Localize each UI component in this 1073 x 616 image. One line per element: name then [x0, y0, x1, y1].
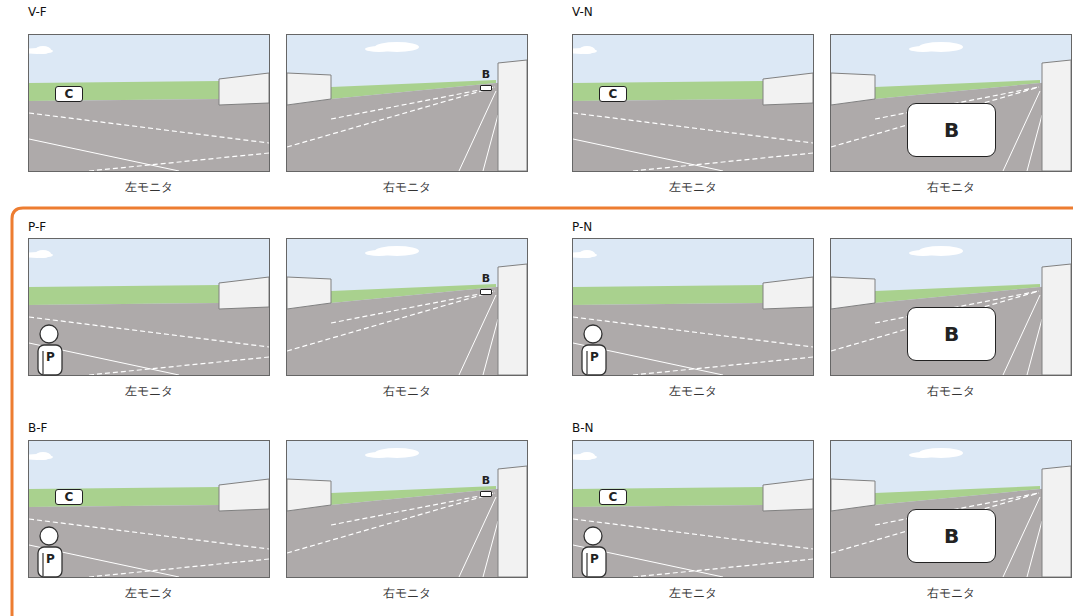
monitor-screen: 左モニタC [28, 34, 270, 172]
road-scene [573, 441, 813, 577]
monitor-caption: 右モニタ [287, 383, 527, 400]
monitor-caption: 左モニタ [573, 383, 813, 400]
panel-title: B-N [572, 421, 594, 435]
marker-box [480, 491, 492, 497]
road-scene [287, 441, 527, 577]
monitor-caption: 左モニタ [573, 179, 813, 196]
car-marker: C [599, 86, 627, 102]
marker-letter: B [477, 475, 495, 487]
marker-letter: P [590, 552, 599, 566]
marker-letter: C [609, 87, 618, 101]
marker-letter: C [609, 490, 618, 504]
pedestrian-figure: P [34, 324, 66, 376]
monitor-caption: 左モニタ [29, 383, 269, 400]
panel-title: V-F [28, 5, 47, 19]
monitor-screen: 左モニタP [28, 238, 270, 376]
monitor-screen: 右モニタB [286, 34, 528, 172]
road-scene [573, 35, 813, 171]
monitor-screen: 左モニタCP [28, 440, 270, 578]
road-scene [29, 441, 269, 577]
monitor-caption: 左モニタ [573, 585, 813, 602]
panel-title: P-F [28, 220, 46, 234]
marker-box [480, 85, 492, 91]
monitor-screen: 右モニタB [830, 34, 1072, 172]
marker-letter: P [590, 350, 599, 364]
road-scene [29, 35, 269, 171]
car-marker: C [55, 86, 83, 102]
marker-letter: P [46, 350, 55, 364]
bicycle-marker: B [907, 307, 996, 361]
monitor-caption: 左モニタ [29, 585, 269, 602]
marker-letter: B [944, 322, 959, 346]
pedestrian-figure: P [578, 526, 610, 578]
bicycle-marker: B [907, 509, 996, 563]
bicycle-marker: B [477, 475, 495, 499]
car-marker: C [55, 489, 83, 505]
road-scene [287, 35, 527, 171]
monitor-caption: 右モニタ [831, 383, 1071, 400]
monitor-caption: 右モニタ [287, 179, 527, 196]
panel-title: V-N [572, 5, 593, 19]
bicycle-marker: B [907, 103, 996, 157]
monitor-screen: 右モニタB [286, 238, 528, 376]
monitor-caption: 右モニタ [831, 585, 1071, 602]
monitor-screen: 右モニタB [830, 440, 1072, 578]
marker-box [480, 289, 492, 295]
marker-letter: B [944, 118, 959, 142]
pedestrian-figure: P [34, 526, 66, 578]
monitor-screen: 右モニタB [830, 238, 1072, 376]
monitor-screen: 左モニタCP [572, 440, 814, 578]
marker-letter: C [65, 87, 74, 101]
car-marker: C [599, 489, 627, 505]
road-scene [29, 239, 269, 375]
monitor-screen: 左モニタP [572, 238, 814, 376]
monitor-caption: 右モニタ [831, 179, 1071, 196]
panel-title: P-N [572, 220, 592, 234]
bicycle-marker: B [477, 69, 495, 93]
bicycle-marker: B [477, 273, 495, 297]
marker-letter: P [46, 552, 55, 566]
marker-letter: B [477, 273, 495, 285]
road-scene [573, 239, 813, 375]
panel-title: B-F [28, 421, 47, 435]
monitor-caption: 左モニタ [29, 179, 269, 196]
monitor-caption: 右モニタ [287, 585, 527, 602]
monitor-screen: 左モニタC [572, 34, 814, 172]
marker-letter: C [65, 490, 74, 504]
pedestrian-figure: P [578, 324, 610, 376]
road-scene [287, 239, 527, 375]
marker-letter: B [944, 524, 959, 548]
monitor-screen: 右モニタB [286, 440, 528, 578]
marker-letter: B [477, 69, 495, 81]
